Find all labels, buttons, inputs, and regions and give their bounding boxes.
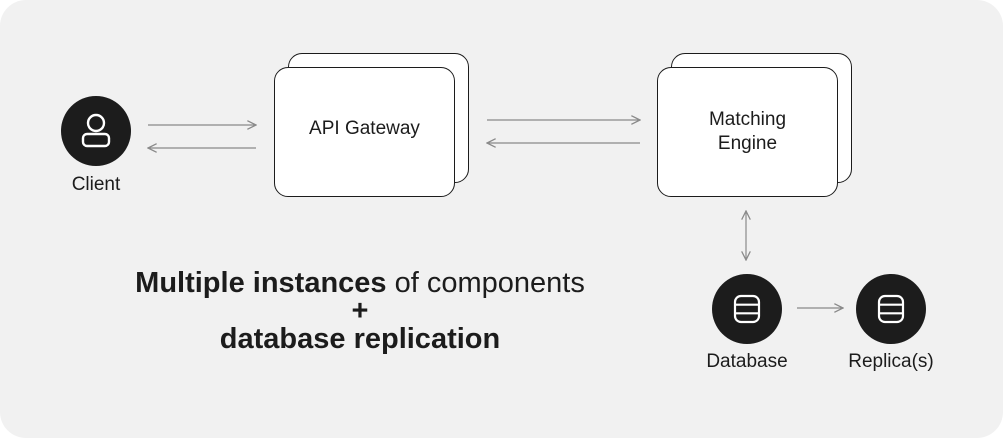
replica-database-icon <box>877 294 905 324</box>
client-node <box>61 96 131 166</box>
caption-plus-text: + <box>351 295 369 327</box>
user-icon <box>81 113 111 148</box>
database-node <box>712 274 782 344</box>
diagram-caption: Multiple instances of components + datab… <box>60 266 660 356</box>
api-gateway-box <box>274 67 455 197</box>
caption-line-2: database replication <box>60 322 660 356</box>
api-gateway-label: API Gateway <box>309 118 420 139</box>
replica-node <box>856 274 926 344</box>
replica-label: Replica(s) <box>848 351 934 372</box>
caption-bold-1: Multiple instances <box>135 267 387 299</box>
caption-regular-1: of components <box>386 267 585 299</box>
caption-bold-2: database replication <box>219 323 501 355</box>
caption-plus: + <box>60 297 660 326</box>
database-icon <box>733 294 761 324</box>
matching-engine-label: Matching Engine <box>708 109 787 154</box>
matching-engine-box <box>657 67 838 197</box>
client-label: Client <box>71 174 121 195</box>
caption-line-1: Multiple instances of components <box>60 266 660 300</box>
database-label: Database <box>706 351 788 372</box>
